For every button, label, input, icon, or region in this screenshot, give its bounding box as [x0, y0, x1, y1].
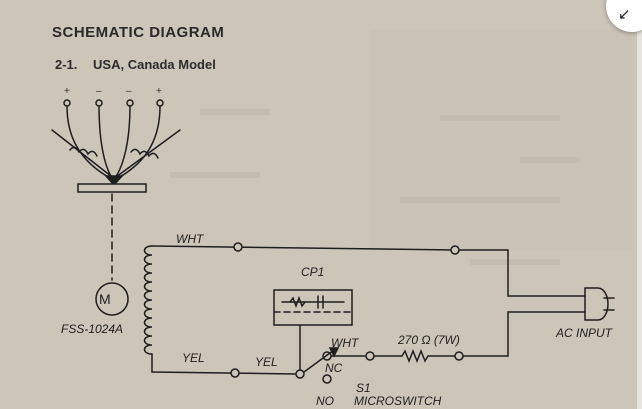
terminal-2-polarity: –: [96, 86, 102, 97]
terminal-4-polarity: +: [156, 86, 162, 97]
head-assembly: [51, 99, 181, 281]
yel-left-label: YEL: [182, 351, 205, 365]
section-heading: 2-1. USA, Canada Model: [55, 57, 216, 72]
resistor-270-ohm: [373, 311, 586, 364]
motor-model-label: FSS-1024A: [61, 322, 124, 336]
cp1-component: [273, 289, 353, 371]
ac-plug-icon: [584, 287, 615, 321]
cp1-label: CP1: [301, 265, 325, 279]
s1-label: S1: [356, 381, 371, 395]
arrow-down-left-icon: ↙: [618, 6, 631, 23]
yel-right-label: YEL: [255, 355, 278, 369]
motor-label: M: [99, 291, 111, 307]
wht-switch-label: WHT: [331, 336, 359, 350]
resistor-label: 270 Ω (7W): [398, 333, 460, 347]
ac-input-label: AC INPUT: [556, 326, 613, 340]
section-number: 2-1.: [55, 57, 78, 72]
motor-symbol: [95, 282, 129, 316]
viewer-edge: [637, 0, 642, 409]
motor-winding: [143, 245, 153, 355]
nc-label: NC: [325, 361, 343, 375]
no-label: NO: [316, 394, 334, 408]
microswitch-label: MICROSWITCH: [354, 394, 442, 408]
terminal-1-polarity: +: [64, 86, 70, 97]
section-title: USA, Canada Model: [93, 57, 216, 72]
terminal-3-polarity: –: [126, 86, 132, 97]
wht-top-label: WHT: [176, 232, 204, 246]
page-title: SCHEMATIC DIAGRAM: [52, 24, 225, 41]
microswitch-s1: [303, 347, 375, 384]
